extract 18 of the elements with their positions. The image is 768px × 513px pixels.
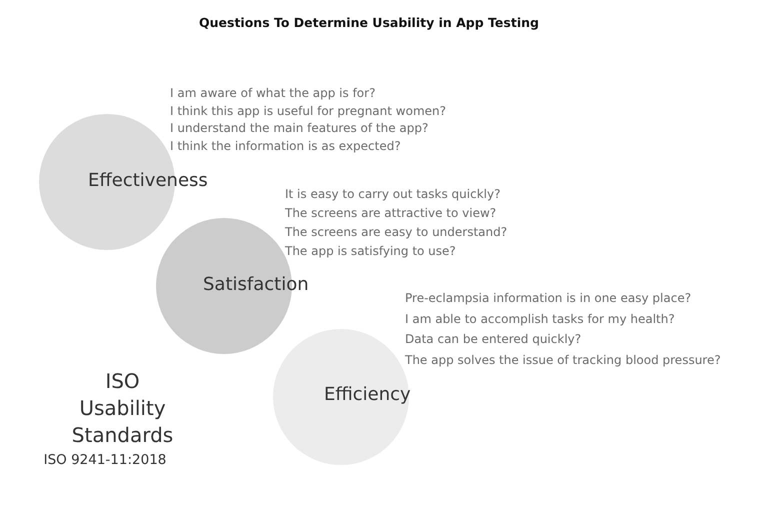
question-text: I understand the main features of the app? — [170, 121, 428, 136]
question-text: Pre-eclampsia information is in one easy place? — [405, 291, 692, 306]
question-text: The app solves the issue of tracking blood pressure? — [405, 353, 721, 368]
question-text: I think the information is as expected? — [170, 139, 401, 154]
question-text: I think this app is useful for pregnant women? — [170, 104, 446, 119]
question-text: The app is satisfying to use? — [285, 244, 456, 259]
diagram-title: Questions To Determine Usability in App Testing — [199, 15, 539, 30]
standard-number: ISO 9241-11:2018 — [43, 452, 167, 468]
category-label: Satisfaction — [203, 274, 309, 296]
question-text: The screens are attractive to view? — [285, 206, 496, 221]
standards-heading: ISO Usability Standards — [71, 368, 174, 449]
question-text: It is easy to carry out tasks quickly? — [285, 187, 500, 202]
question-text: Data can be entered quickly? — [405, 332, 582, 347]
category-label: Effectiveness — [88, 170, 208, 192]
category-label: Efficiency — [324, 384, 411, 406]
question-text: I am aware of what the app is for? — [170, 86, 376, 101]
question-text: I am able to accomplish tasks for my health? — [405, 312, 675, 327]
question-text: The screens are easy to understand? — [285, 225, 508, 240]
